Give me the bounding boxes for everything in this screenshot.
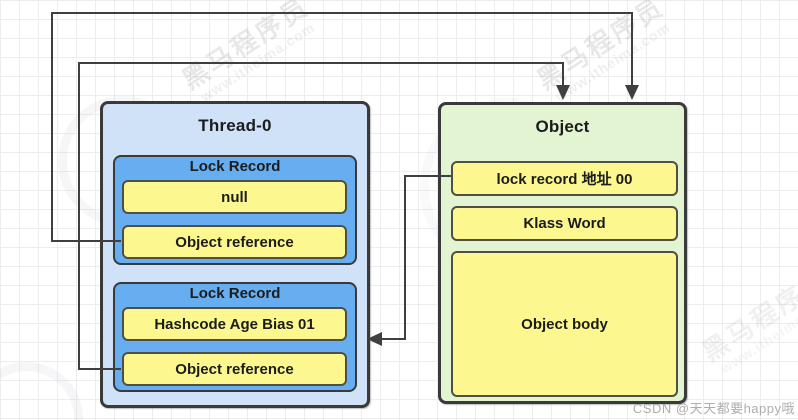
object-klass-word-cell: Klass Word (451, 206, 678, 241)
lock-record-2-object-reference-cell: Object reference (122, 352, 347, 386)
arrowhead-down-icon (556, 85, 570, 100)
lock-record-2-hashcode-cell: Hashcode Age Bias 01 (122, 307, 347, 341)
thread-node: Thread-0 Lock Record null Object referen… (100, 101, 370, 408)
object-node: Object lock record 地址 00 Klass Word Obje… (438, 102, 687, 404)
csdn-watermark: CSDN @天天都要happy哦 (632, 401, 795, 416)
logo-watermark-circle (0, 362, 83, 420)
arrowhead-down-icon (625, 85, 639, 100)
brand-watermark-text: 黑马程序员 (531, 0, 670, 96)
object-body-cell: Object body (451, 251, 678, 397)
lock-record-2: Lock Record Hashcode Age Bias 01 Object … (113, 282, 357, 392)
lock-record-1-mark-cell: null (122, 180, 347, 214)
lock-record-1-object-reference-cell: Object reference (122, 225, 347, 259)
lock-record-2-title: Lock Record (189, 285, 281, 302)
object-mark-word-cell: lock record 地址 00 (451, 161, 678, 196)
lock-record-1-title: Lock Record (189, 158, 281, 175)
thread-node-title: Thread-0 (198, 116, 272, 135)
brand-watermark-text: 黑马程序员 (176, 0, 315, 96)
lock-record-1: Lock Record null Object reference (113, 155, 357, 265)
site-watermark-text: www.itheima.com (717, 290, 798, 377)
object-node-title: Object (535, 117, 590, 136)
